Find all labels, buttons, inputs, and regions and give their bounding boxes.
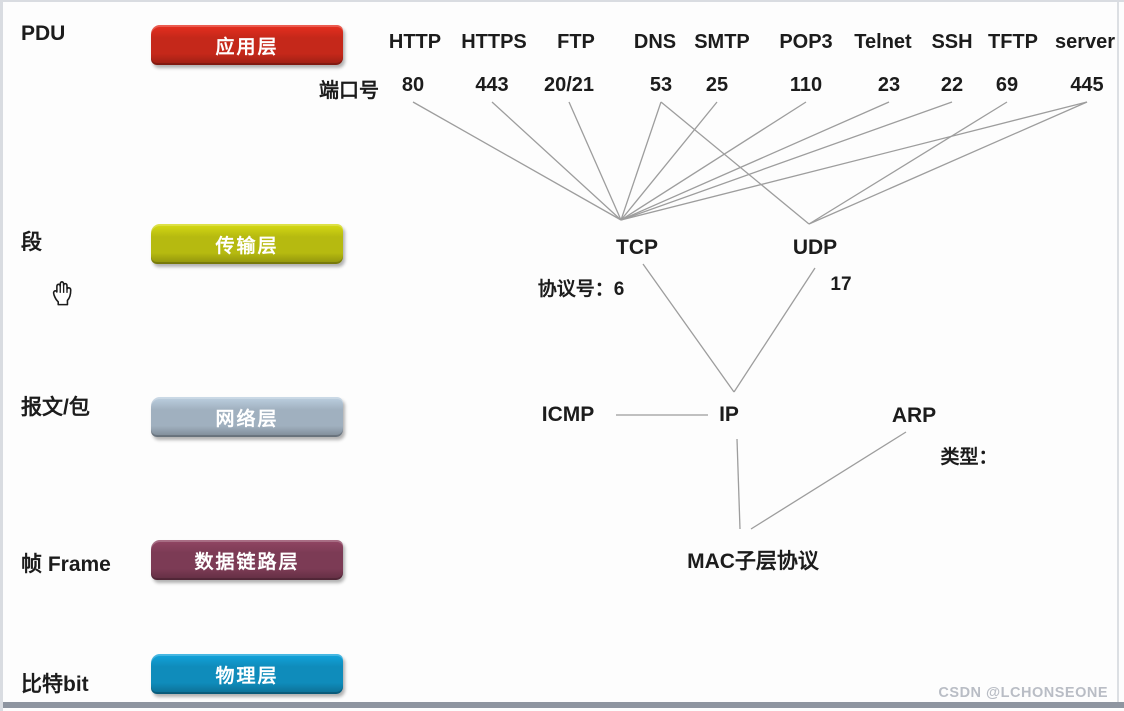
port-80: 80: [401, 74, 425, 96]
layer-box-transport: 传输层: [151, 224, 343, 264]
edge-port-443-tcp: [491, 101, 622, 221]
port-443: 443: [475, 74, 509, 96]
connector-lines: [412, 101, 1088, 530]
port-row-label: 端口号: [319, 80, 379, 102]
protocol-dns: DNS: [633, 31, 677, 53]
protocol-pop3: POP3: [779, 31, 833, 53]
node-udp: UDP: [792, 236, 838, 259]
layer-box-network: 网络层: [151, 397, 343, 437]
edge-port-445-udp: [808, 101, 1088, 225]
edge-port-22-tcp: [620, 101, 953, 221]
port-53: 53: [649, 74, 673, 96]
protocol-smtp: SMTP: [694, 31, 750, 53]
protocol-http: HTTP: [388, 31, 442, 53]
udp-protocol-number: 17: [830, 274, 852, 295]
pdu-label-packet: 报文/包: [21, 396, 90, 419]
edge-tcpB-ipTop: [642, 263, 735, 393]
layer-box-physical: 物理层: [151, 654, 343, 694]
frame-bottom-bar: [3, 702, 1124, 708]
port-23: 23: [877, 74, 901, 96]
protocol-ftp: FTP: [557, 31, 595, 53]
frame-right-border: [1117, 2, 1119, 704]
node-tcp: TCP: [616, 236, 658, 259]
edge-port-69-udp: [808, 101, 1008, 225]
tcp-protocol-number: 协议号：6: [537, 279, 625, 300]
node-mac-sublayer: MAC子层协议: [687, 550, 819, 573]
port-20-21: 20/21: [543, 74, 595, 96]
pdu-header: PDU: [21, 22, 66, 45]
protocol-telnet: Telnet: [854, 31, 912, 53]
port-445: 445: [1070, 74, 1104, 96]
pdu-label-segment: 段: [21, 231, 42, 254]
edge-port-110-tcp: [620, 101, 807, 221]
port-25: 25: [705, 74, 729, 96]
edge-port-445-tcp: [620, 101, 1088, 221]
pdu-label-bit: 比特bit: [21, 673, 89, 696]
node-arp: ARP: [891, 404, 937, 427]
protocol-tftp: TFTP: [988, 31, 1038, 53]
edge-port-25-tcp: [620, 101, 718, 221]
pdu-label-frame: 帧 Frame: [21, 553, 111, 576]
watermark: CSDN @LCHONSEONE: [938, 685, 1108, 701]
port-22: 22: [940, 74, 964, 96]
edge-port-53-tcp: [620, 101, 662, 221]
node-ip: IP: [719, 403, 739, 426]
grab-hand-icon: [49, 278, 76, 316]
edge-ipB-mac1: [736, 438, 741, 530]
arp-type-annotation: 类型：: [940, 447, 998, 468]
edge-port-20/21-tcp: [568, 101, 622, 221]
protocol-ssh: SSH: [931, 31, 973, 53]
node-icmp: ICMP: [541, 403, 595, 426]
edge-port-53-udp: [660, 101, 810, 225]
edge-arpB-mac2: [750, 431, 907, 530]
edge-port-23-tcp: [620, 101, 890, 221]
protocol-https: HTTPS: [461, 31, 527, 53]
edge-udpB-ipTop: [733, 267, 816, 393]
protocol-server: server: [1054, 31, 1116, 53]
port-69: 69: [995, 74, 1019, 96]
layer-box-application: 应用层: [151, 25, 343, 65]
edge-port-80-tcp: [412, 101, 622, 221]
layer-box-datalink: 数据链路层: [151, 540, 343, 580]
port-110: 110: [789, 74, 823, 96]
